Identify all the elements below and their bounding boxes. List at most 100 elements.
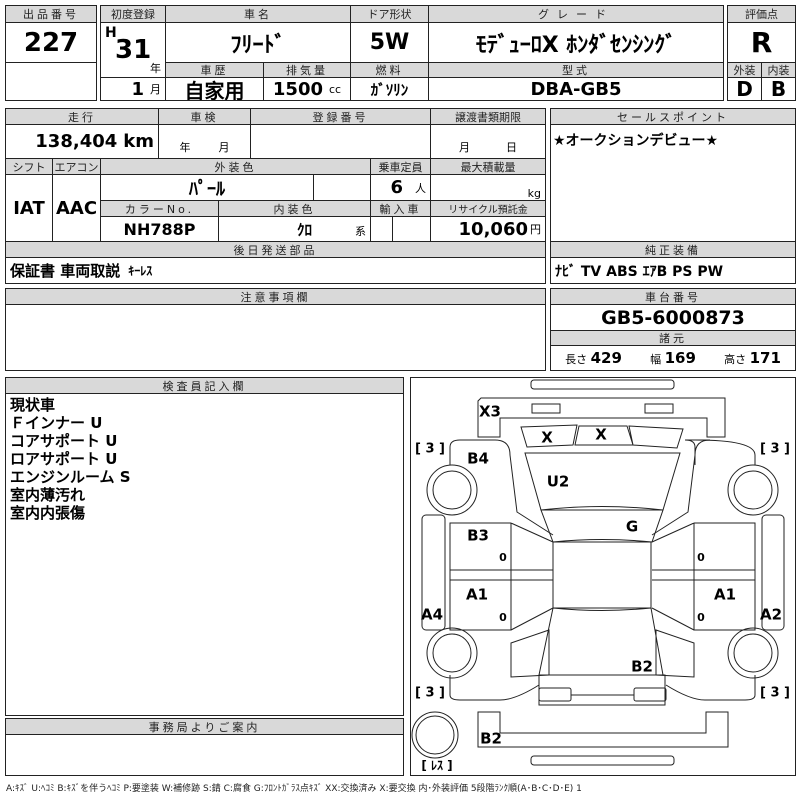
damage-mark: 0	[499, 551, 507, 564]
damage-mark: [ 3 ]	[415, 442, 445, 457]
note-line: エンジンルーム S	[10, 468, 131, 486]
lot-empty	[5, 62, 97, 101]
damage-mark: B3	[467, 527, 489, 545]
notes-content	[5, 304, 546, 371]
roof	[552, 541, 652, 609]
specs: 長さ 429 幅 169 高さ 171	[550, 345, 796, 371]
recycle-label: リサイクル預託金	[430, 200, 546, 217]
top-bar	[530, 379, 675, 390]
score: R	[727, 22, 796, 63]
max-load: kg	[430, 174, 546, 201]
inspector-label: 検査員記入欄	[5, 377, 404, 394]
door-type: 5W	[350, 22, 429, 63]
rear-bumper	[477, 711, 729, 748]
sales-point-label: セールスポイント	[550, 108, 796, 125]
sales-point: ★オークションデビュー★	[550, 124, 796, 242]
equipment-label: 純正装備	[550, 241, 796, 258]
legend: A:ｷｽﾞ U:ﾍｺﾐ B:ｷｽﾞを伴うﾍｺﾐ P:要塗装 W:補修跡 S:錆 …	[6, 784, 582, 794]
fog-lamp-right	[644, 403, 674, 414]
era: H	[105, 25, 117, 41]
chassis-number: GB5-6000873	[550, 304, 796, 331]
later-parts-value: 保証書 車両取説	[10, 262, 121, 280]
fuel: ｶﾞｿﾘﾝ	[350, 77, 429, 101]
int-color: ｸﾛ系	[218, 216, 371, 242]
left-sill	[421, 514, 446, 631]
spec-label: 諸元	[550, 330, 796, 346]
note-line: 室内内張傷	[10, 504, 86, 522]
wheels	[411, 464, 779, 759]
aircon-label: エアコン	[52, 158, 101, 175]
ext-color-label: 外装色	[100, 158, 371, 175]
ext-color-extra	[313, 174, 371, 201]
inspection-label: 車検	[158, 108, 251, 125]
shift-label: シフト	[5, 158, 53, 175]
damage-mark: A2	[760, 606, 782, 624]
month: 1	[131, 78, 144, 100]
reg-no-label: 登録番号	[250, 108, 431, 125]
damage-mark: A4	[421, 606, 443, 624]
door-label: ドア形状	[350, 5, 429, 23]
first-reg-label: 初度登録	[100, 5, 166, 23]
quarter-windows	[510, 629, 695, 678]
import-label: 輸入車	[370, 200, 431, 217]
later-parts-label: 後日発送部品	[5, 241, 546, 258]
damage-mark: 0	[697, 551, 705, 564]
aircon: AAC	[52, 174, 101, 242]
transfer-label: 譲渡書類期限	[430, 108, 546, 125]
damage-mark: [ 3 ]	[760, 686, 790, 701]
inspector-notes: 現状車 Ｆインナー U コアサポート U ロアサポート U エンジンルーム S …	[5, 393, 404, 716]
damage-mark: [ 3 ]	[415, 686, 445, 701]
damage-mark: B2	[480, 730, 502, 748]
import-b	[392, 216, 431, 242]
transfer-day: 日	[506, 141, 517, 154]
headlights-grille	[520, 424, 684, 449]
model-label: 型式	[428, 62, 724, 78]
note-line: コアサポート U	[10, 432, 118, 450]
recycle-unit: 円	[530, 223, 541, 236]
history: 自家用	[165, 77, 264, 101]
ext-score: D	[727, 77, 762, 101]
damage-mark: U2	[547, 473, 570, 491]
transfer-month: 月	[459, 141, 470, 154]
transfer: 月日	[430, 124, 546, 159]
capacity-unit: 人	[415, 181, 426, 195]
month-unit: 月	[150, 83, 161, 96]
mileage-unit: km	[123, 131, 154, 152]
import-a	[370, 216, 393, 242]
fog-lamp-left	[531, 403, 561, 414]
note-line: 現状車	[10, 396, 56, 414]
shift: IAT	[5, 174, 53, 242]
right-sill	[761, 514, 785, 631]
left-doors	[449, 522, 554, 631]
int-score: B	[761, 77, 796, 101]
damage-mark: X3	[479, 403, 501, 421]
damage-diagram-box	[410, 377, 796, 776]
note-line: ロアサポート U	[10, 450, 118, 468]
bottom-bar	[530, 755, 675, 766]
damage-mark: [ 3 ]	[760, 442, 790, 457]
office-content	[5, 734, 404, 776]
lot-number: 227	[5, 22, 97, 63]
front-fenders	[449, 439, 711, 536]
later-parts-extra: ｷｰﾚｽ	[128, 264, 153, 278]
year: 31	[115, 35, 152, 65]
capacity-value: 6	[390, 177, 403, 198]
notes-label: 注意事項欄	[5, 288, 546, 305]
front-bumper	[477, 397, 726, 438]
damage-mark: A1	[466, 586, 488, 604]
damage-mark: X	[595, 426, 607, 444]
car-name: ﾌﾘｰﾄﾞ	[165, 22, 351, 63]
later-parts: 保証書 車両取説 ｷｰﾚｽ	[5, 257, 546, 284]
damage-mark: G	[626, 518, 638, 536]
displacement-unit: cc	[329, 82, 342, 96]
mileage-value: 138,404	[35, 131, 118, 152]
recycle-value: 10,060	[458, 218, 528, 240]
history-label: 車歴	[165, 62, 264, 78]
inspection: 年月	[158, 124, 251, 159]
damage-mark: B2	[631, 658, 653, 676]
capacity-label: 乗車定員	[370, 158, 431, 175]
damage-mark: 0	[499, 611, 507, 624]
